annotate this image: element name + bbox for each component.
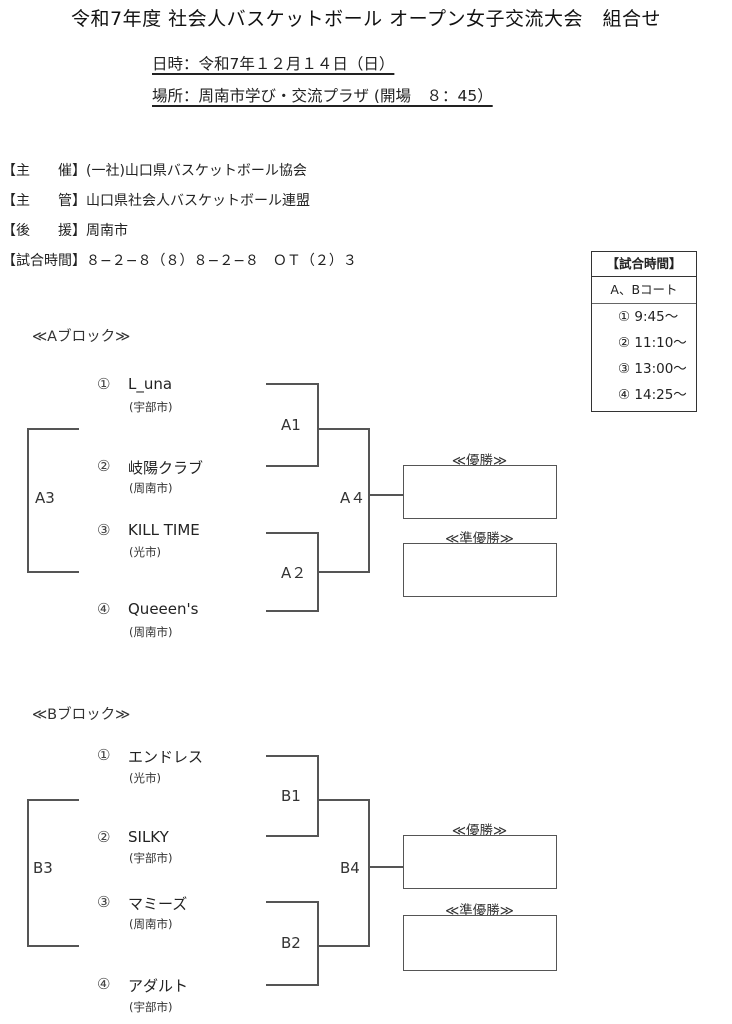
bracket-line: [27, 571, 79, 573]
team-city: (宇部市): [129, 851, 173, 865]
team-city: (光市): [129, 771, 161, 785]
page-title: 令和7年度 社会人バスケットボール オープン女子交流大会 組合せ: [70, 8, 662, 30]
bracket-line: [317, 383, 319, 466]
manager-key: 【主 管】: [2, 193, 86, 209]
bracket-line: [266, 610, 319, 612]
schedule-table: 【試合時間】 A、Bコート ① 9:45～ ② 11:10～ ③ 13:00～ …: [591, 251, 697, 412]
bracket-line: [266, 755, 319, 757]
team-seed: ①: [97, 375, 111, 393]
team-name: Queeen's: [128, 600, 199, 618]
team-city: (周南市): [129, 917, 173, 931]
team-seed: ②: [97, 828, 111, 846]
schedule-header: 【試合時間】: [592, 252, 696, 277]
block-title: ≪Bブロック≫: [32, 707, 131, 723]
team-name: エンドレス: [128, 748, 204, 766]
schedule-slot-2: ② 11:10～: [618, 335, 687, 351]
bracket-line: [368, 428, 370, 572]
team-seed: ④: [97, 975, 111, 993]
game-time-row: 【試合時間】８−２−８（８）８−２−８ ＯＴ（２）３: [2, 250, 357, 270]
team-city: (宇部市): [129, 400, 173, 414]
bracket-line: [369, 494, 404, 496]
bracket-line: [27, 428, 29, 572]
organizer-key: 【主 催】: [2, 163, 86, 179]
event-venue: 場所：周南市学び・交流プラザ (開場 ８：45）: [152, 87, 493, 105]
match-label: A４: [340, 489, 366, 507]
team-name: マミーズ: [128, 895, 188, 913]
schedule-slot-3: ③ 13:00～: [618, 361, 687, 377]
bracket-line: [27, 945, 79, 947]
match-label: B4: [340, 859, 360, 877]
team-name: SILKY: [128, 828, 169, 846]
bracket-line: [369, 866, 404, 868]
bracket-line: [266, 984, 319, 986]
game-time-value: ８−２−８（８）８−２−８ ＯＴ（２）３: [86, 253, 357, 269]
runnerup-box[interactable]: [403, 915, 557, 971]
game-time-key: 【試合時間】: [2, 253, 86, 269]
match-label: B2: [281, 934, 301, 952]
team-name: KILL TIME: [128, 521, 200, 539]
team-seed: ③: [97, 521, 111, 539]
bracket-line: [318, 945, 370, 947]
bracket-line: [266, 835, 319, 837]
bracket-line: [266, 532, 319, 534]
team-seed: ④: [97, 600, 111, 618]
team-city: (周南市): [129, 481, 173, 495]
event-datetime: 日時：令和7年１２月１４日（日）: [152, 55, 395, 73]
team-seed: ①: [97, 746, 111, 764]
team-city: (光市): [129, 545, 161, 559]
schedule-slot-4: ④ 14:25～: [618, 387, 687, 403]
sponsor-row: 【後 援】周南市: [2, 220, 128, 240]
team-name: L_una: [128, 375, 173, 393]
manager-value: 山口県社会人バスケットボール連盟: [86, 193, 310, 209]
manager-row: 【主 管】山口県社会人バスケットボール連盟: [2, 190, 310, 210]
organizer-row: 【主 催】(一社)山口県バスケットボール協会: [2, 160, 307, 180]
match-label: B1: [281, 787, 301, 805]
sponsor-key: 【後 援】: [2, 223, 86, 239]
team-seed: ②: [97, 457, 111, 475]
organizer-value: (一社)山口県バスケットボール協会: [86, 163, 307, 179]
runnerup-box[interactable]: [403, 543, 557, 597]
bracket-line: [318, 428, 370, 430]
bracket-line: [317, 755, 319, 836]
bracket-line: [27, 799, 29, 946]
bracket-line: [266, 465, 319, 467]
team-seed: ③: [97, 893, 111, 911]
bracket-line: [318, 571, 370, 573]
team-city: (宇部市): [129, 1000, 173, 1014]
sponsor-value: 周南市: [86, 223, 128, 239]
bracket-line: [317, 532, 319, 611]
match-label: B3: [33, 859, 53, 877]
match-label: A２: [281, 564, 307, 582]
bracket-line: [318, 799, 370, 801]
bracket-line: [266, 383, 319, 385]
team-name: 岐陽クラブ: [128, 459, 204, 477]
winner-box[interactable]: [403, 835, 557, 889]
bracket-line: [317, 901, 319, 985]
team-city: (周南市): [129, 625, 173, 639]
winner-box[interactable]: [403, 465, 557, 519]
bracket-line: [368, 799, 370, 946]
match-label: A3: [35, 489, 55, 507]
schedule-slot-1: ① 9:45～: [618, 309, 679, 325]
bracket-line: [27, 799, 79, 801]
team-name: アダルト: [128, 977, 189, 995]
bracket-line: [266, 901, 319, 903]
match-label: A1: [281, 416, 301, 434]
bracket-line: [27, 428, 79, 430]
schedule-court: A、Bコート: [592, 277, 696, 304]
block-title: ≪Aブロック≫: [32, 329, 131, 345]
